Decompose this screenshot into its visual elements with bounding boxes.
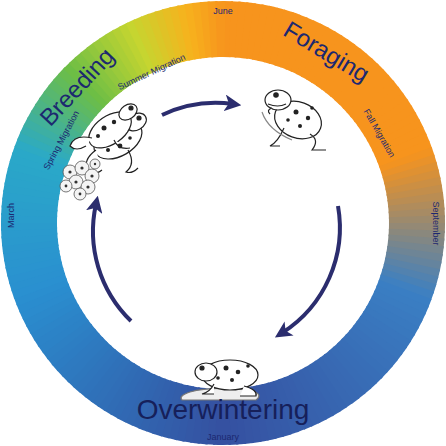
cycle-arrow [282, 206, 340, 333]
month-label: January [207, 433, 239, 442]
month-label: September [431, 201, 440, 245]
month-label: March [7, 202, 16, 227]
month-label: June [213, 7, 233, 16]
overwintering-frog [181, 360, 259, 400]
cycle-arrow [93, 204, 131, 321]
cycle-arrow [162, 103, 233, 115]
season-label: Overwintering [137, 396, 310, 424]
foraging-frog [262, 90, 327, 150]
